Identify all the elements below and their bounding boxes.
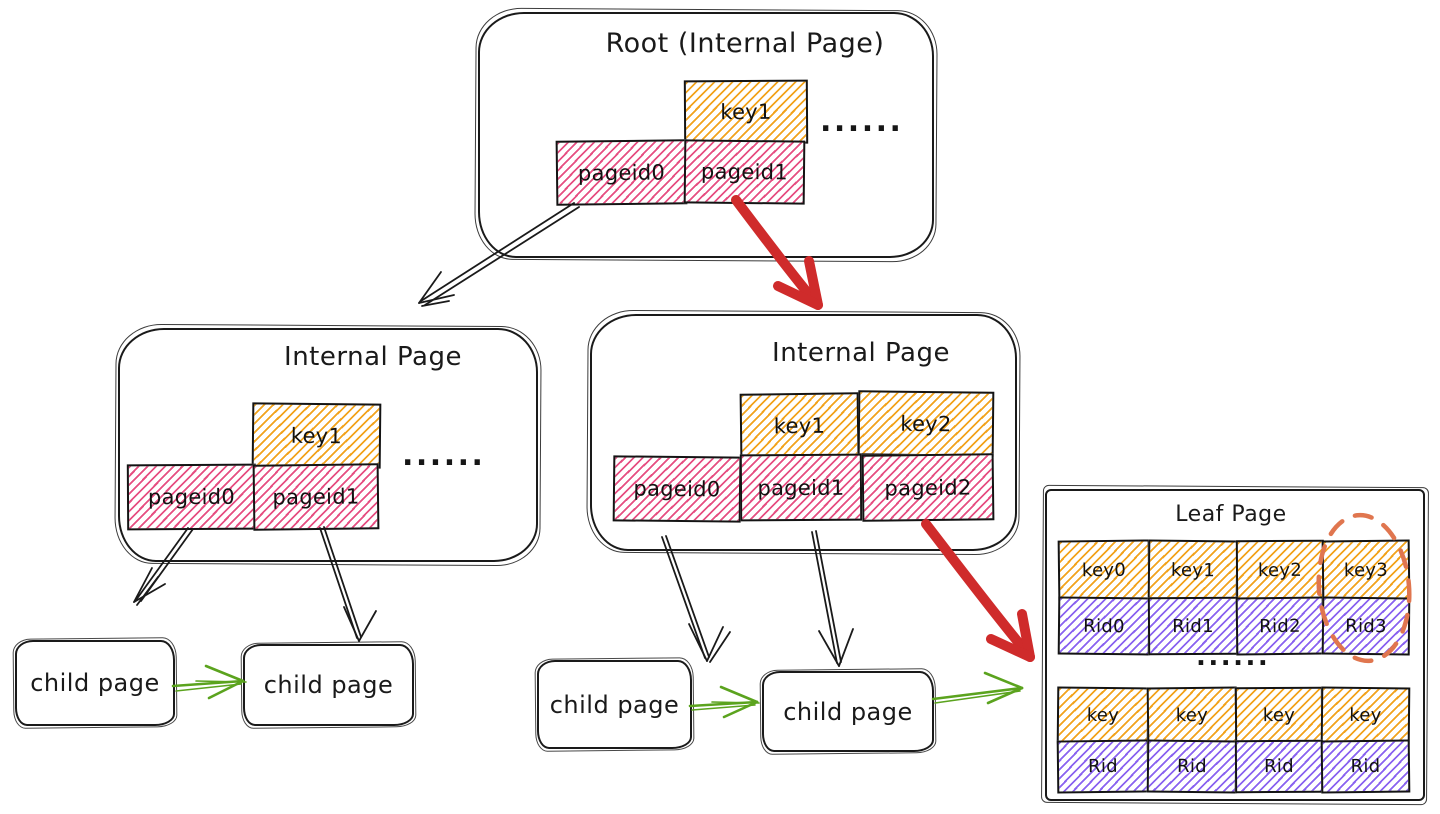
child-page-box: child page xyxy=(243,644,414,726)
leaf-generic-rid-cell: Rid xyxy=(1056,739,1150,794)
root-key1-cell: key1 xyxy=(683,79,809,145)
left-internal-ellipsis: ...... xyxy=(402,438,486,473)
root-page-title: Root (Internal Page) xyxy=(605,28,885,59)
middle-internal-page-title: Internal Page xyxy=(772,338,950,368)
root-ellipsis: ...... xyxy=(820,104,904,139)
middle-internal-key2-cell: key2 xyxy=(857,390,995,457)
arrow-midinternal-to-child4 xyxy=(811,530,854,667)
middle-internal-pageid1-cell: pageid1 xyxy=(739,453,863,522)
leaf-generic-rid-cell: Rid xyxy=(1146,739,1238,794)
arrow-child3-to-child4-green xyxy=(688,685,760,719)
middle-internal-key1-cell: key1 xyxy=(739,392,860,459)
left-internal-pageid0-cell: pageid0 xyxy=(126,463,257,531)
leaf-generic-rid-cell: Rid xyxy=(1320,739,1411,794)
arrow-child1-to-child2-green xyxy=(171,664,247,700)
leaf-page-title: Leaf Page xyxy=(1175,502,1287,527)
child-page-box: child page xyxy=(15,640,175,726)
middle-internal-pageid0-cell: pageid0 xyxy=(612,455,742,523)
left-internal-page-title: Internal Page xyxy=(284,342,462,372)
root-pageid1-cell: pageid1 xyxy=(683,139,806,205)
leaf-generic-key-cell: key xyxy=(1146,686,1238,745)
arrow-midinternal-to-child3 xyxy=(661,535,731,663)
middle-internal-pageid2-cell: pageid2 xyxy=(861,453,995,522)
leaf-key3-cell: key3 xyxy=(1321,539,1411,601)
root-pageid0-cell: pageid0 xyxy=(555,139,688,206)
leaf-ellipsis: ...... xyxy=(1196,642,1271,672)
left-internal-key1-cell: key1 xyxy=(251,402,382,469)
child-page-label: child page xyxy=(549,690,680,719)
leaf-generic-key-cell: key xyxy=(1234,686,1324,745)
child-page-label: child page xyxy=(263,671,394,699)
leaf-key0-cell: key0 xyxy=(1057,539,1151,601)
leaf-key2-cell: key2 xyxy=(1235,539,1325,601)
arrow-child4-to-leaf-green xyxy=(931,671,1024,705)
leaf-generic-key-cell: key xyxy=(1320,686,1411,745)
child-page-box: child page xyxy=(762,671,934,752)
leaf-generic-rid-cell: Rid xyxy=(1234,739,1324,794)
leaf-rid3-cell: Rid3 xyxy=(1321,596,1411,656)
child-page-box: child page xyxy=(537,660,692,749)
leaf-rid0-cell: Rid0 xyxy=(1057,596,1151,656)
child-page-label: child page xyxy=(30,669,160,697)
leaf-key1-cell: key1 xyxy=(1147,539,1239,601)
left-internal-pageid1-cell: pageid1 xyxy=(252,463,380,531)
leaf-generic-key-cell: key xyxy=(1056,686,1150,745)
child-page-label: child page xyxy=(783,697,913,726)
